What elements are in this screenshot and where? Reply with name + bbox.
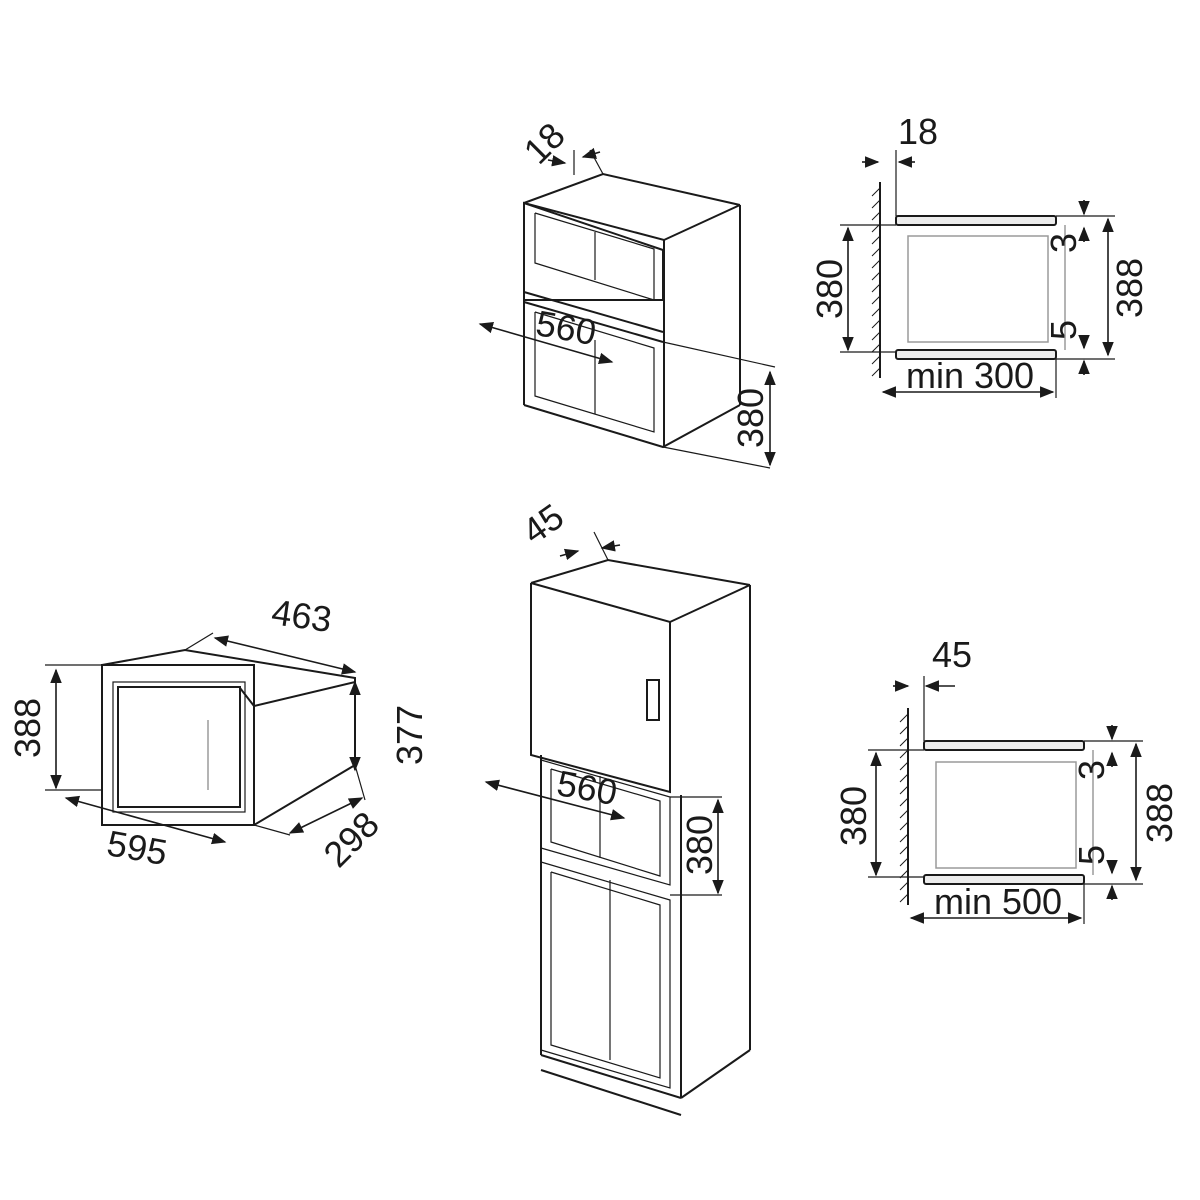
tall-cabinet-drawing bbox=[484, 531, 751, 1116]
wall-cabinet-height-label: 380 bbox=[730, 388, 771, 448]
section-bottom-drawing bbox=[868, 676, 1143, 924]
microwave-width-label: 595 bbox=[104, 822, 170, 873]
tall-cabinet-panel-label: 45 bbox=[515, 495, 571, 552]
section-top-gap-top-label: 3 bbox=[1043, 233, 1084, 253]
section-top-drawing bbox=[840, 150, 1115, 398]
section-top-opening-label: 380 bbox=[809, 259, 850, 319]
tall-cabinet-width-label: 560 bbox=[554, 762, 620, 813]
tall-cabinet-height-label: 380 bbox=[679, 815, 720, 875]
section-top-gap-bottom-label: 5 bbox=[1043, 320, 1084, 340]
section-bottom-opening-label: 380 bbox=[833, 786, 874, 846]
wall-cabinet-drawing bbox=[478, 147, 776, 469]
microwave-side-depth-label: 298 bbox=[315, 803, 386, 874]
section-bottom-panel-label: 45 bbox=[932, 634, 972, 675]
section-top-panel-label: 18 bbox=[898, 111, 938, 152]
microwave-side-height-label: 377 bbox=[389, 705, 430, 765]
section-top-outer-label: 388 bbox=[1109, 258, 1150, 318]
section-top-depth-label: min 300 bbox=[906, 355, 1034, 396]
microwave-height-label: 388 bbox=[7, 698, 48, 758]
section-bottom-outer-label: 388 bbox=[1139, 783, 1180, 843]
microwave-drawing bbox=[45, 632, 366, 845]
section-bottom-gap-top-label: 3 bbox=[1071, 760, 1112, 780]
section-bottom-depth-label: min 500 bbox=[934, 881, 1062, 922]
microwave-depth-label: 463 bbox=[269, 591, 334, 640]
section-bottom-gap-bottom-label: 5 bbox=[1071, 845, 1112, 865]
